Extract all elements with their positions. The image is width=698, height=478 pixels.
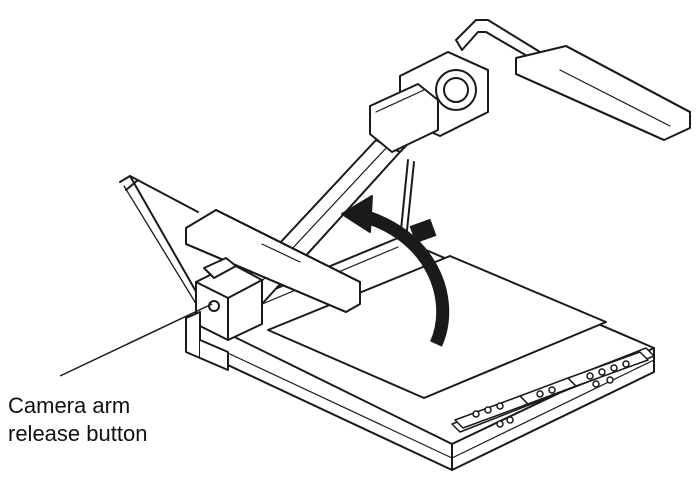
release-button [208,300,220,312]
rotation-arrow-icon [354,207,450,347]
brand-mark-icon [409,218,437,244]
left-lamp [185,209,361,313]
control-panel [451,347,655,433]
rotation-arrow-head [341,195,373,233]
right-lamp-arm [455,19,541,61]
callout-label-line-1: Camera arm [8,393,131,418]
camera-head [369,51,489,153]
right-lamp [515,45,691,141]
callout-leader-line [59,303,213,377]
left-lamp-arm [119,175,219,331]
callout-label: Camera arm release button [8,392,208,448]
callout-label-line-2: release button [8,421,148,446]
base-foot [185,311,229,371]
